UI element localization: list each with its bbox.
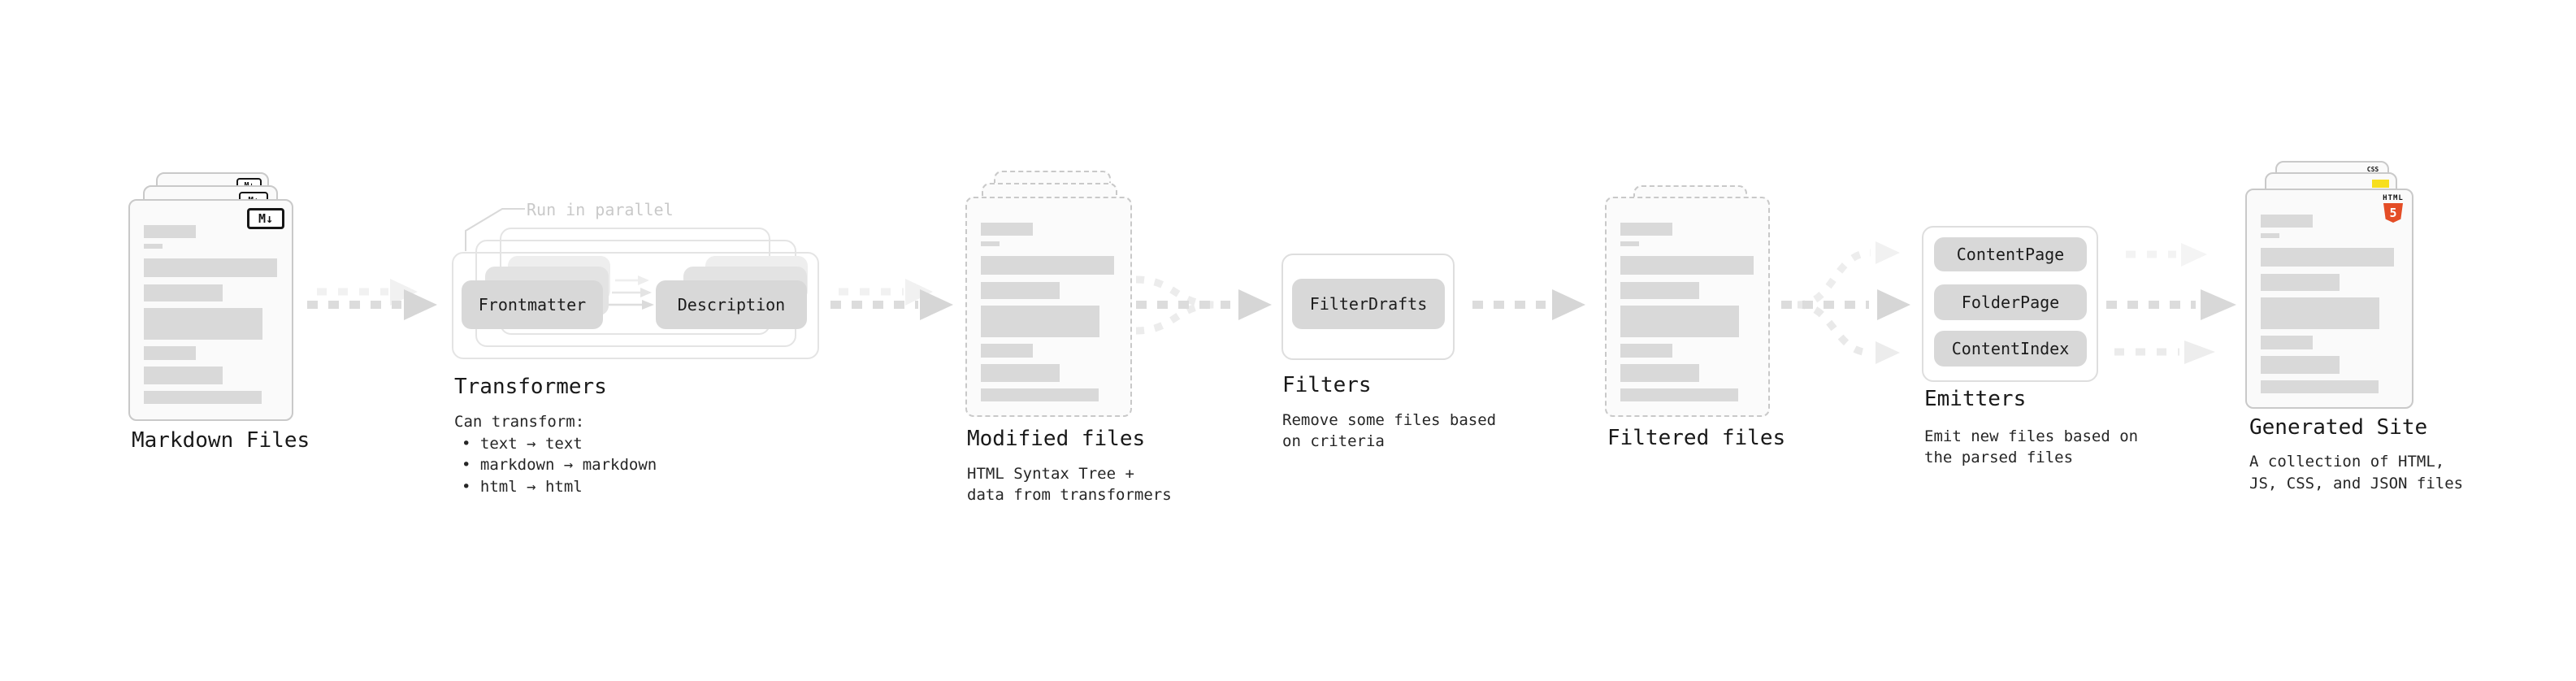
stage-title-transformers: Transformers — [454, 375, 607, 399]
generated-site-description: A collection of HTML, — [2249, 453, 2445, 471]
arrow-transformers-to-modified-icon — [830, 279, 953, 320]
generated-file-card-html: HTML 5 — [2245, 189, 2413, 409]
placeholder-bar — [144, 391, 262, 404]
placeholder-bar — [1620, 256, 1754, 275]
placeholder-bar — [1620, 344, 1672, 358]
placeholder-bar — [144, 367, 223, 384]
modified-file-card-front — [965, 197, 1132, 417]
filterdrafts-chip: FilterDrafts — [1292, 279, 1445, 329]
markdown-icon: M↓ — [247, 208, 284, 229]
placeholder-bar — [144, 225, 196, 238]
stage-title-modified-files: Modified files — [967, 427, 1146, 451]
stage-title-filters: Filters — [1282, 373, 1372, 397]
placeholder-bar — [1620, 364, 1699, 382]
transformers-subtitle: Can transform: — [454, 413, 585, 431]
js-icon — [2372, 180, 2389, 188]
contentpage-chip: ContentPage — [1934, 237, 2087, 271]
filters-description: on criteria — [1282, 432, 1385, 450]
transformers-bullet: • text → text — [462, 435, 583, 453]
stage-title-filtered-files: Filtered files — [1607, 426, 1786, 450]
placeholder-bar — [2261, 380, 2379, 393]
html5-icon: HTML 5 — [2383, 195, 2404, 223]
transformers-bullet: • html → html — [462, 478, 583, 496]
placeholder-bar — [144, 258, 277, 277]
placeholder-bar — [2261, 336, 2313, 349]
arrow-filters-to-filtered-icon — [1472, 289, 1585, 320]
emitters-description: Emit new files based on — [1924, 427, 2139, 445]
placeholder-bar — [1620, 223, 1672, 236]
placeholder-bar — [2261, 248, 2394, 267]
emitters-description: the parsed files — [1924, 449, 2074, 466]
folderpage-chip: FolderPage — [1934, 284, 2087, 320]
placeholder-bar — [144, 284, 223, 301]
arrow-emitters-to-generated-icon — [2106, 243, 2236, 364]
placeholder-bar — [2261, 356, 2340, 374]
placeholder-bar — [981, 241, 1000, 246]
stage-title-generated-site: Generated Site — [2249, 415, 2428, 440]
frontmatter-chip: Frontmatter — [462, 280, 603, 329]
placeholder-bar — [981, 306, 1099, 337]
placeholder-bar — [981, 256, 1114, 275]
markdown-file-card-front: M↓ — [128, 199, 293, 421]
filtered-file-card-front — [1605, 197, 1770, 417]
run-in-parallel-note: Run in parallel — [527, 200, 674, 219]
placeholder-bar — [2261, 215, 2313, 228]
arrow-markdown-to-transformers-icon — [307, 279, 437, 320]
arrow-filtered-to-emitters-icon — [1781, 241, 1910, 364]
placeholder-bar — [2261, 233, 2279, 238]
modified-files-description: HTML Syntax Tree + — [967, 465, 1134, 483]
arrow-frontmatter-to-description-icon — [608, 275, 654, 310]
stage-title-markdown-files: Markdown Files — [132, 428, 310, 453]
placeholder-bar — [981, 364, 1060, 382]
placeholder-bar — [1620, 241, 1639, 246]
placeholder-bar — [144, 244, 163, 249]
contentindex-chip: ContentIndex — [1934, 331, 2087, 367]
stage-title-emitters: Emitters — [1924, 387, 2027, 411]
placeholder-bar — [981, 388, 1099, 401]
transformers-bullet: • markdown → markdown — [462, 456, 657, 474]
doc-content-placeholder — [981, 223, 1114, 401]
doc-content-placeholder — [2261, 215, 2394, 393]
run-in-parallel-callout-line — [465, 208, 525, 251]
placeholder-bar — [2261, 297, 2379, 329]
description-chip: Description — [656, 280, 807, 329]
placeholder-bar — [2261, 274, 2340, 291]
placeholder-bar — [144, 346, 196, 360]
filters-description: Remove some files based — [1282, 411, 1497, 429]
arrow-modified-to-filters-icon — [1135, 275, 1272, 335]
doc-content-placeholder — [1620, 223, 1754, 401]
placeholder-bar — [1620, 388, 1738, 401]
placeholder-bar — [1620, 282, 1699, 299]
doc-content-placeholder — [144, 225, 277, 404]
placeholder-bar — [1620, 306, 1739, 337]
placeholder-bar — [981, 223, 1033, 236]
placeholder-bar — [981, 282, 1060, 299]
modified-files-description: data from transformers — [967, 486, 1172, 504]
placeholder-bar — [144, 308, 262, 340]
placeholder-bar — [981, 344, 1033, 358]
generated-site-description: JS, CSS, and JSON files — [2249, 475, 2464, 492]
transformers-box-front — [452, 252, 819, 359]
